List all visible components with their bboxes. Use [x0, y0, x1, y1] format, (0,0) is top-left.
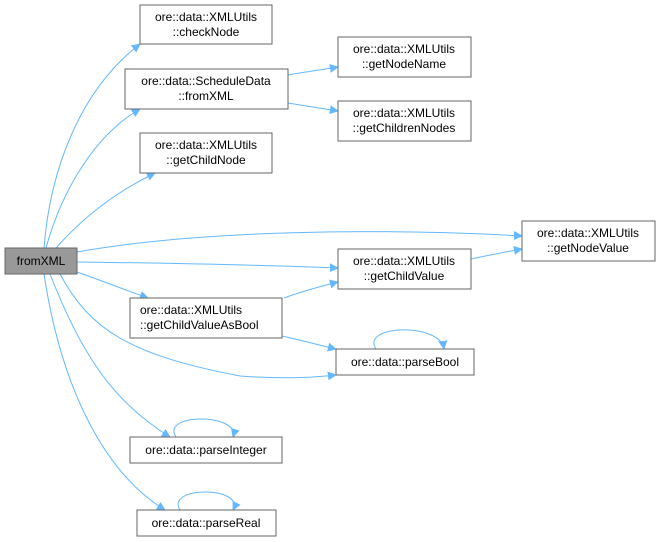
node-label: ore::data::XMLUtils: [353, 254, 455, 268]
node-checknode[interactable]: ore::data::XMLUtils ::checkNode: [139, 4, 273, 45]
node-label: ore::data::parseBool: [351, 355, 459, 369]
edge-getchildvalue-getnodevalue: [470, 245, 523, 260]
edge-root-getchildvalue: [76, 261, 339, 273]
node-label: ore::data::XMLUtils: [537, 226, 639, 240]
node-label: ::getNodeValue: [547, 241, 629, 255]
node-getchildnode[interactable]: ore::data::XMLUtils ::getChildNode: [139, 132, 273, 174]
edge-parsereal-self: [177, 491, 241, 511]
edge-asbool-getchildvalue: [283, 279, 339, 299]
node-getnodename[interactable]: ore::data::XMLUtils ::getNodeName: [337, 36, 472, 78]
edge-root-schedulefromxml: [45, 108, 141, 249]
node-label: ::getChildrenNodes: [353, 121, 456, 135]
edge-asbool-parsebool: [281, 335, 337, 352]
edge-root-getchildnode: [55, 172, 156, 249]
edge-root-getnodevalue: [76, 231, 523, 253]
node-label: ::getChildValueAsBool: [140, 318, 259, 332]
node-label: ::checkNode: [173, 25, 240, 39]
node-label: ore::data::XMLUtils: [155, 138, 257, 152]
node-getchildvalueasbool[interactable]: ore::data::XMLUtils ::getChildValueAsBoo…: [129, 297, 283, 339]
node-label: ::getNodeName: [362, 57, 446, 71]
node-label: ::getChildNode: [166, 153, 246, 167]
edge-schedule-getnodename: [287, 63, 339, 76]
node-label: ::fromXML: [178, 89, 234, 103]
node-label: fromXML: [17, 254, 66, 268]
node-label: ore::data::XMLUtils: [353, 42, 455, 56]
node-label: ::getChildValue: [364, 269, 445, 283]
edge-root-parseinteger: [49, 273, 171, 438]
edges: [43, 43, 523, 511]
edge-root-checknode: [43, 43, 141, 249]
node-label: ore::data::XMLUtils: [140, 303, 242, 317]
node-getchildrennodes[interactable]: ore::data::XMLUtils ::getChildrenNodes: [337, 100, 472, 142]
node-getnodevalue[interactable]: ore::data::XMLUtils ::getNodeValue: [521, 220, 656, 262]
edge-root-getchildvalueasbool: [76, 271, 149, 300]
node-parsebool[interactable]: ore::data::parseBool: [335, 348, 475, 376]
edge-parsebool-self: [373, 329, 448, 350]
node-getchildvalue[interactable]: ore::data::XMLUtils ::getChildValue: [337, 248, 472, 290]
node-label: ore::data::parseInteger: [145, 443, 266, 457]
edge-parseinteger-self: [173, 418, 240, 438]
edge-root-parsebool: [59, 273, 337, 381]
node-label: ore::data::parseReal: [152, 516, 261, 530]
node-schedule-fromxml[interactable]: ore::data::ScheduleData ::fromXML: [124, 68, 289, 110]
node-parseinteger[interactable]: ore::data::parseInteger: [129, 436, 283, 464]
node-parsereal[interactable]: ore::data::parseReal: [136, 509, 277, 537]
edge-schedule-getchildrennodes: [287, 102, 339, 115]
node-label: ore::data::XMLUtils: [155, 10, 257, 24]
node-root-fromxml[interactable]: fromXML: [4, 247, 78, 275]
node-label: ore::data::XMLUtils: [353, 106, 455, 120]
edge-root-parsereal: [43, 273, 166, 511]
node-label: ore::data::ScheduleData: [141, 74, 271, 88]
